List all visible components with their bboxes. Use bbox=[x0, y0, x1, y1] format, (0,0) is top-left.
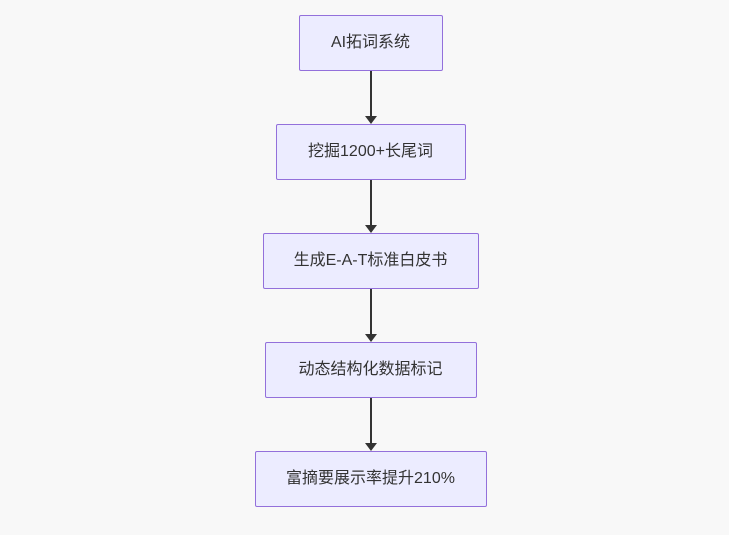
arrow-line bbox=[369, 180, 372, 225]
flowchart-canvas: AI拓词系统 挖掘1200+长尾词 生成E-A-T标准白皮书 动态结构化数据标记… bbox=[6, 0, 729, 535]
flow-node-longtail-keywords: 挖掘1200+长尾词 bbox=[275, 124, 466, 180]
flow-node-structured-data-markup: 动态结构化数据标记 bbox=[264, 342, 477, 398]
flow-node-ai-keyword-system: AI拓词系统 bbox=[298, 15, 443, 71]
arrow-line bbox=[369, 398, 372, 443]
arrow-connector bbox=[364, 180, 377, 233]
arrow-head-icon bbox=[364, 116, 377, 124]
arrow-head-icon bbox=[364, 225, 377, 233]
arrow-connector bbox=[364, 398, 377, 451]
arrow-line bbox=[369, 71, 372, 116]
node-label: AI拓词系统 bbox=[330, 34, 411, 51]
flow-node-rich-snippet-rate: 富摘要展示率提升210% bbox=[254, 451, 487, 507]
arrow-head-icon bbox=[364, 443, 377, 451]
node-label: 动态结构化数据标记 bbox=[298, 361, 443, 378]
flow-node-eat-whitepaper: 生成E-A-T标准白皮书 bbox=[262, 233, 479, 289]
arrow-head-icon bbox=[364, 334, 377, 342]
node-label: 挖掘1200+长尾词 bbox=[308, 143, 433, 160]
arrow-connector bbox=[364, 289, 377, 342]
arrow-line bbox=[369, 289, 372, 334]
arrow-connector bbox=[364, 71, 377, 124]
node-label: 富摘要展示率提升210% bbox=[286, 470, 455, 487]
node-label: 生成E-A-T标准白皮书 bbox=[293, 252, 448, 269]
